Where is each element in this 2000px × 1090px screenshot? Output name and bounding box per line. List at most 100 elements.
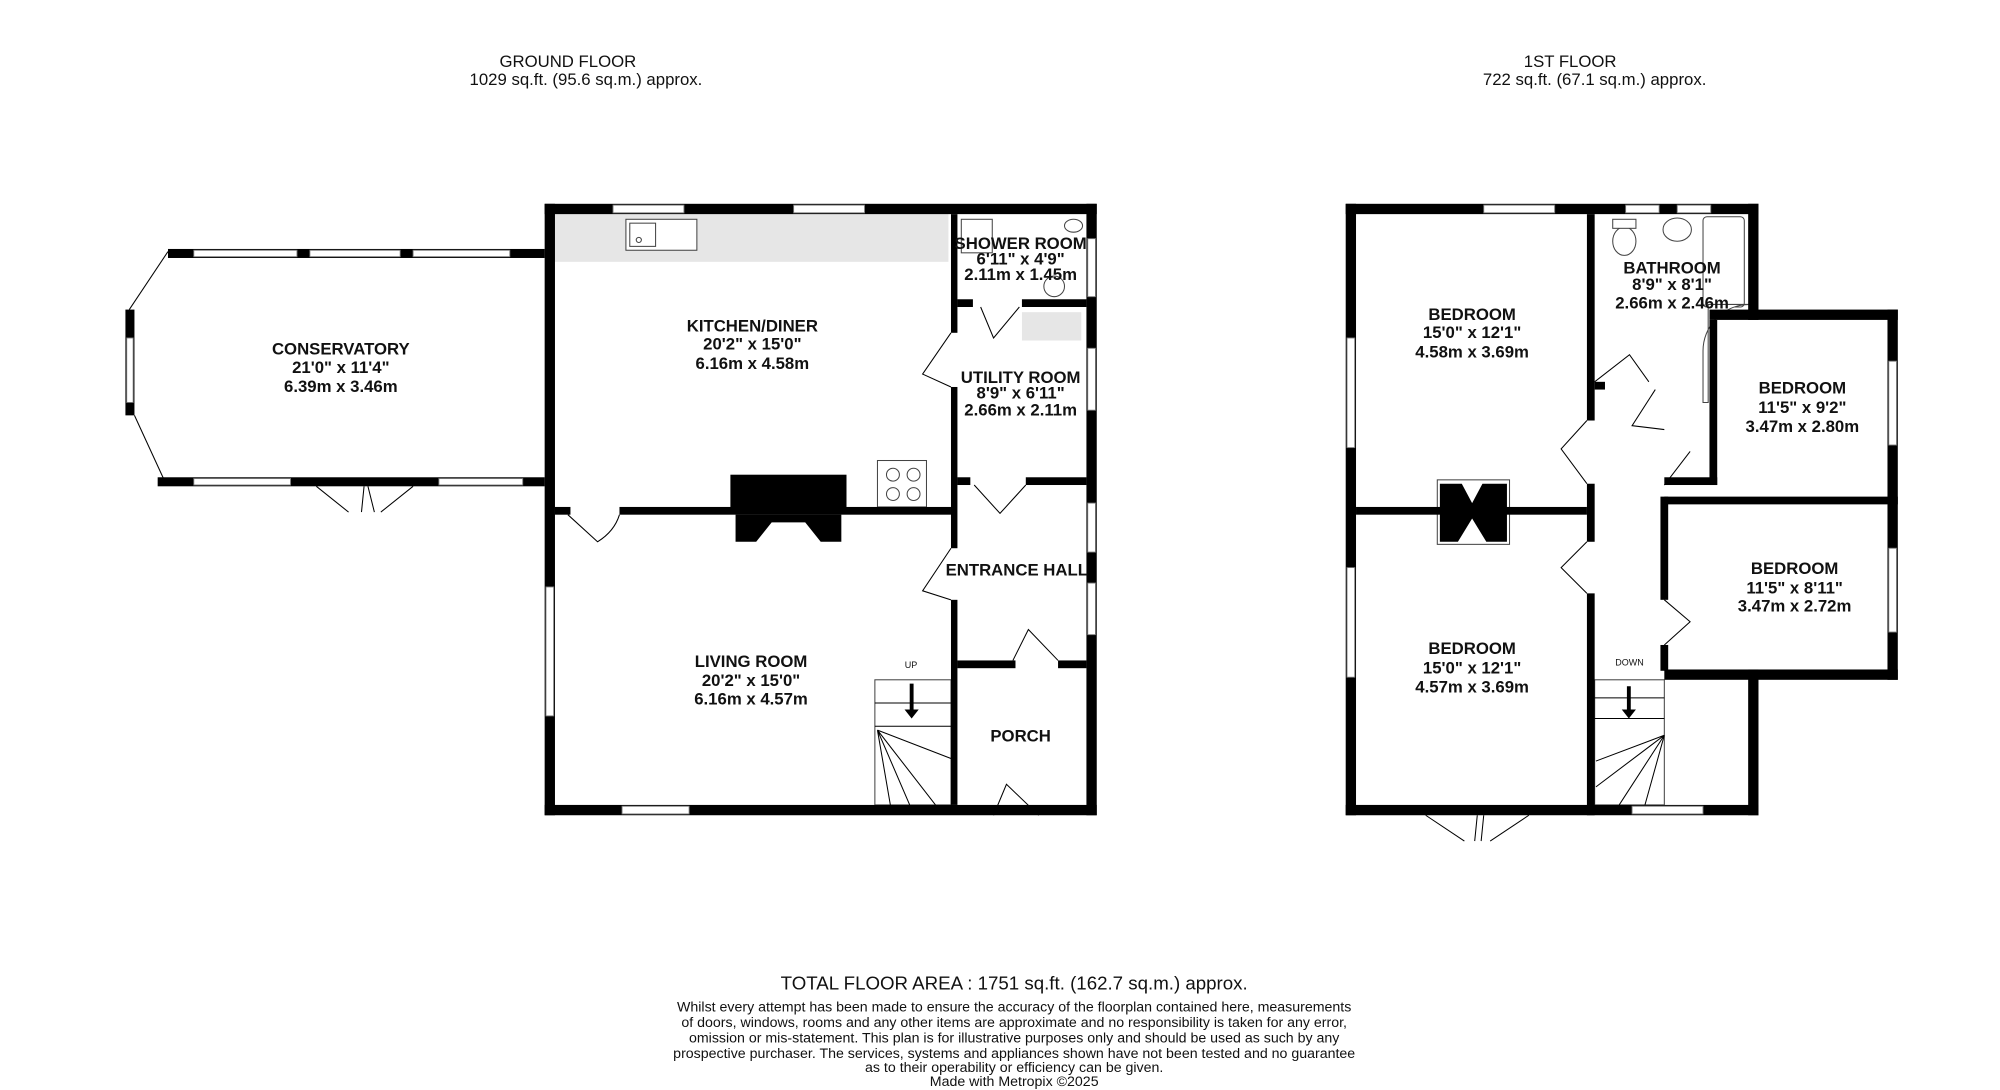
- bathroom-fixtures: [1612, 216, 1750, 403]
- first-floor-area: 722 sq.ft. (67.1 sq.m.) approx.: [1483, 70, 1706, 89]
- room-metric: 4.57m x 3.69m: [1415, 678, 1529, 697]
- window: [1676, 204, 1712, 214]
- wall: [1664, 669, 1898, 680]
- disclaimer-line: of doors, windows, rooms and any other i…: [681, 1015, 1347, 1031]
- total-floor-area: TOTAL FLOOR AREA : 1751 sq.ft. (162.7 sq…: [781, 972, 1248, 993]
- room-name: SHOWER ROOM: [955, 234, 1087, 253]
- stairs-down-label: DOWN: [1615, 658, 1644, 668]
- door: [128, 251, 169, 310]
- wall: [957, 660, 1016, 669]
- disclaimer-line: prospective purchaser. The services, sys…: [673, 1046, 1355, 1062]
- room-porch: PORCH: [990, 727, 1050, 746]
- ground-floor-title: GROUND FLOOR: [499, 52, 636, 71]
- wall: [1748, 669, 1759, 816]
- disclaimer-line: omission or mis-statement. This plan is …: [689, 1030, 1340, 1046]
- room-living-room: LIVING ROOM 20'2" x 15'0" 6.16m x 4.57m: [694, 652, 808, 708]
- hob-icon: [876, 459, 927, 508]
- room-name: BEDROOM: [1428, 639, 1515, 658]
- room-imperial: 15'0" x 12'1": [1423, 658, 1521, 677]
- wall: [1748, 203, 1759, 320]
- room-name: KITCHEN/DINER: [687, 317, 818, 336]
- room-metric: 2.66m x 2.46m: [1615, 293, 1729, 312]
- room-name: BEDROOM: [1759, 378, 1846, 397]
- room-metric: 6.16m x 4.57m: [694, 689, 808, 708]
- wall: [1586, 214, 1595, 421]
- stairs-arrow-icon: [904, 683, 919, 719]
- window: [1631, 805, 1704, 815]
- window: [545, 586, 555, 717]
- wall: [544, 804, 1097, 816]
- room-entrance-hall: ENTRANCE HALL: [946, 560, 1088, 579]
- door: [133, 415, 165, 481]
- room-utility-room: UTILITY ROOM 8'9" x 6'11" 2.66m x 2.11m: [961, 368, 1081, 419]
- wall: [1345, 203, 1357, 816]
- wall: [1345, 804, 1759, 816]
- wall: [157, 477, 545, 487]
- window: [621, 805, 690, 815]
- window: [793, 204, 866, 214]
- room-imperial: 20'2" x 15'0": [703, 335, 801, 354]
- room-bedroom-1: BEDROOM 15'0" x 12'1" 4.58m x 3.69m: [1415, 305, 1529, 361]
- wall: [544, 203, 555, 816]
- door: [316, 485, 414, 513]
- room-shower-room: SHOWER ROOM 6'11" x 4'9" 2.11m x 1.45m: [955, 234, 1087, 284]
- window: [1087, 582, 1096, 636]
- window: [1087, 347, 1096, 411]
- room-metric: 3.47m x 2.80m: [1746, 417, 1860, 436]
- sink-icon: [625, 218, 698, 251]
- wall: [1887, 309, 1898, 680]
- room-imperial: 15'0" x 12'1": [1423, 323, 1521, 342]
- room-metric: 2.11m x 1.45m: [964, 265, 1077, 284]
- ground-floor-area: 1029 sq.ft. (95.6 sq.m.) approx.: [470, 70, 703, 89]
- wall: [1660, 644, 1669, 671]
- door: [993, 783, 1040, 816]
- window: [126, 337, 134, 403]
- wall: [1664, 477, 1718, 486]
- room-bathroom: BATHROOM 8'9" x 8'1" 2.66m x 2.46m: [1615, 258, 1729, 312]
- wall: [1058, 660, 1087, 669]
- shower-room-fixtures: [960, 218, 1084, 298]
- window: [1888, 360, 1897, 446]
- door: [1560, 420, 1588, 485]
- room-bedroom-2: BEDROOM 11'5" x 9'2" 3.47m x 2.80m: [1746, 378, 1860, 436]
- wall: [1025, 477, 1087, 486]
- wall: [957, 477, 971, 486]
- wall: [1021, 299, 1087, 308]
- window: [1483, 204, 1556, 214]
- room-name: LIVING ROOM: [695, 652, 808, 671]
- stairs-up-label: UP: [905, 660, 918, 670]
- room-conservatory: CONSERVATORY 21'0" x 11'4" 6.39m x 3.46m: [272, 340, 410, 396]
- wall: [950, 214, 958, 333]
- room-name: UTILITY ROOM: [961, 368, 1081, 387]
- wall: [950, 599, 958, 805]
- room-name: BEDROOM: [1428, 305, 1515, 324]
- room-imperial: 20'2" x 15'0": [702, 671, 800, 690]
- room-name: BATHROOM: [1623, 258, 1720, 277]
- room-name: CONSERVATORY: [272, 340, 410, 359]
- staircase-down: [1594, 679, 1665, 806]
- wall: [957, 299, 973, 308]
- ground-floor-plan: [125, 203, 1097, 816]
- door: [567, 514, 620, 543]
- disclaimer-line: as to their operability or efficiency ca…: [865, 1060, 1163, 1076]
- room-imperial: 8'9" x 8'1": [1632, 275, 1712, 294]
- room-imperial: 6'11" x 4'9": [977, 249, 1065, 268]
- wall: [1356, 506, 1587, 515]
- credit: Made with Metropix ©2025: [930, 1074, 1099, 1090]
- utility-counter: [1021, 312, 1082, 341]
- first-floor-plan: [1345, 203, 1898, 842]
- room-metric: 2.66m x 2.11m: [964, 400, 1077, 419]
- door: [1663, 599, 1691, 646]
- door: [921, 332, 952, 388]
- window: [1087, 238, 1096, 298]
- wall: [1586, 593, 1595, 816]
- window: [438, 478, 524, 486]
- window: [309, 249, 401, 258]
- wall: [1664, 496, 1898, 505]
- room-kitchen-diner: KITCHEN/DINER 20'2" x 15'0" 6.16m x 4.58…: [687, 317, 818, 373]
- wall: [1594, 381, 1605, 390]
- staircase-up: [874, 679, 952, 806]
- window: [412, 249, 511, 258]
- wall: [1709, 319, 1718, 486]
